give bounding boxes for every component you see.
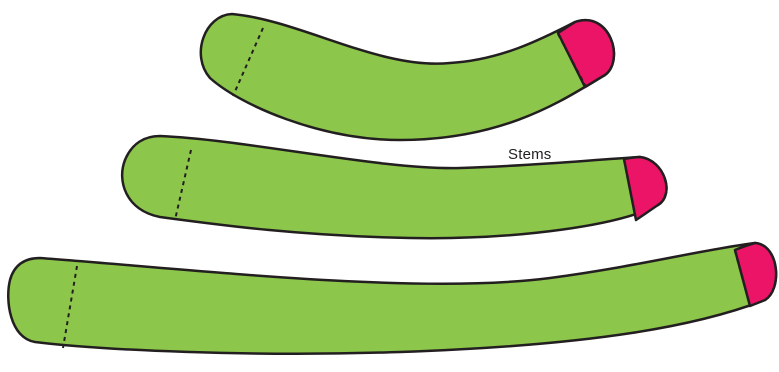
small-stem-body [201, 14, 614, 140]
medium-stem [122, 136, 666, 238]
stems-label: Stems [508, 146, 552, 163]
large-stem-body [8, 243, 776, 354]
large-stem [8, 243, 776, 354]
small-stem [201, 14, 614, 140]
medium-stem-body [122, 136, 666, 238]
